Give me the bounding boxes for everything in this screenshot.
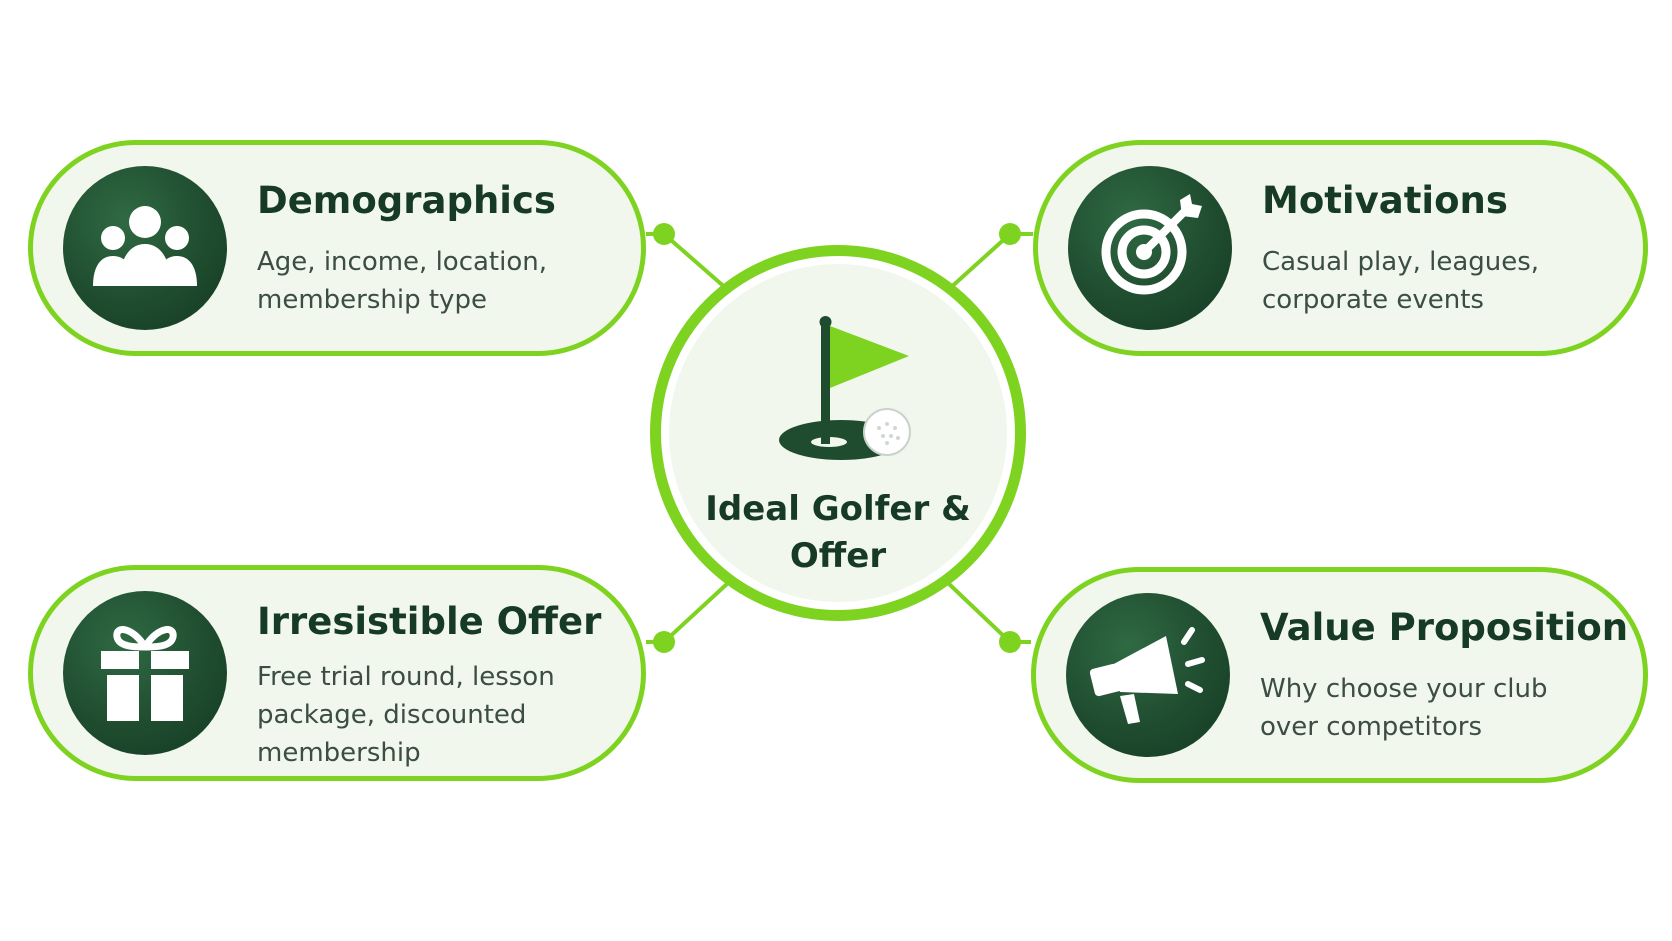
card-irresistible-offer: Irresistible Offer Free trial round, les… — [28, 565, 646, 781]
connector-dot-offer — [653, 631, 675, 653]
target-arrow-icon — [1068, 166, 1232, 330]
connector-demographics — [662, 232, 730, 292]
connector-value — [946, 581, 1012, 644]
card-title: Motivations — [1262, 179, 1508, 222]
connector-dot-value — [999, 631, 1021, 653]
people-group-icon — [63, 166, 227, 330]
card-value-proposition: Value Proposition Why choose your club o… — [1031, 567, 1648, 783]
center-node: Ideal Golfer & Offer — [650, 245, 1026, 621]
center-title: Ideal Golfer & Offer — [705, 489, 971, 576]
megaphone-icon — [1066, 593, 1230, 757]
connector-motivations — [946, 232, 1012, 292]
card-description: Why choose your club over competitors — [1260, 674, 1548, 742]
card-title: Irresistible Offer — [257, 600, 602, 643]
connector-offer — [662, 581, 730, 644]
golf-flag-hole-ball-icon — [779, 316, 911, 460]
card-demographics: Demographics Age, income, location, memb… — [28, 140, 646, 356]
connector-dot-demographics — [653, 223, 675, 245]
gift-box-icon — [63, 591, 227, 755]
connector-dot-motivations — [999, 223, 1021, 245]
card-description: Free trial round, lesson package, discou… — [257, 662, 555, 768]
card-motivations: Motivations Casual play, leagues, corpor… — [1033, 140, 1648, 356]
card-description: Age, income, location, membership type — [257, 247, 547, 315]
card-title: Demographics — [257, 179, 556, 222]
center-node-inner: Ideal Golfer & Offer — [669, 264, 1007, 602]
card-title: Value Proposition — [1260, 606, 1629, 649]
card-description: Casual play, leagues, corporate events — [1262, 247, 1540, 315]
